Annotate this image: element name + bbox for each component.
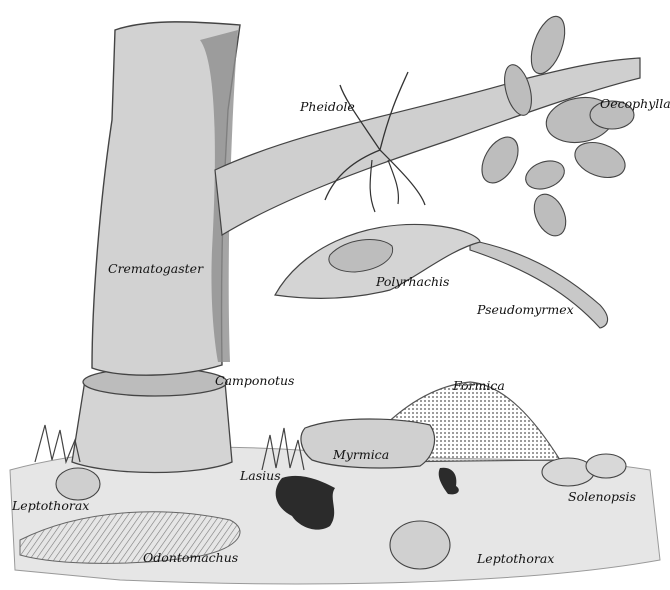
label-lasius: Lasius — [240, 470, 281, 483]
label-camponotus: Camponotus — [215, 375, 294, 388]
label-solenopsis: Solenopsis — [568, 491, 636, 504]
label-oecophylla: Oecophylla — [600, 98, 670, 111]
label-leptothorax-left: Leptothorax — [12, 500, 89, 513]
label-formica: Formica — [453, 380, 505, 393]
label-leptothorax-right: Leptothorax — [477, 553, 554, 566]
solenopsis-rock-2 — [586, 454, 626, 478]
label-crematogaster: Crematogaster — [108, 263, 203, 276]
leptothorax-rock — [390, 521, 450, 569]
label-polyrhachis: Polyrhachis — [376, 276, 449, 289]
oecophylla-foliage — [475, 12, 634, 241]
label-myrmica: Myrmica — [333, 449, 389, 462]
label-pheidole: Pheidole — [300, 101, 355, 114]
leptothorax-nut — [56, 468, 100, 500]
solenopsis-rock-1 — [542, 458, 594, 486]
label-pseudomyrmex: Pseudomyrmex — [477, 304, 574, 317]
label-odontomachus: Odontomachus — [143, 552, 238, 565]
tree-branch — [215, 58, 640, 235]
